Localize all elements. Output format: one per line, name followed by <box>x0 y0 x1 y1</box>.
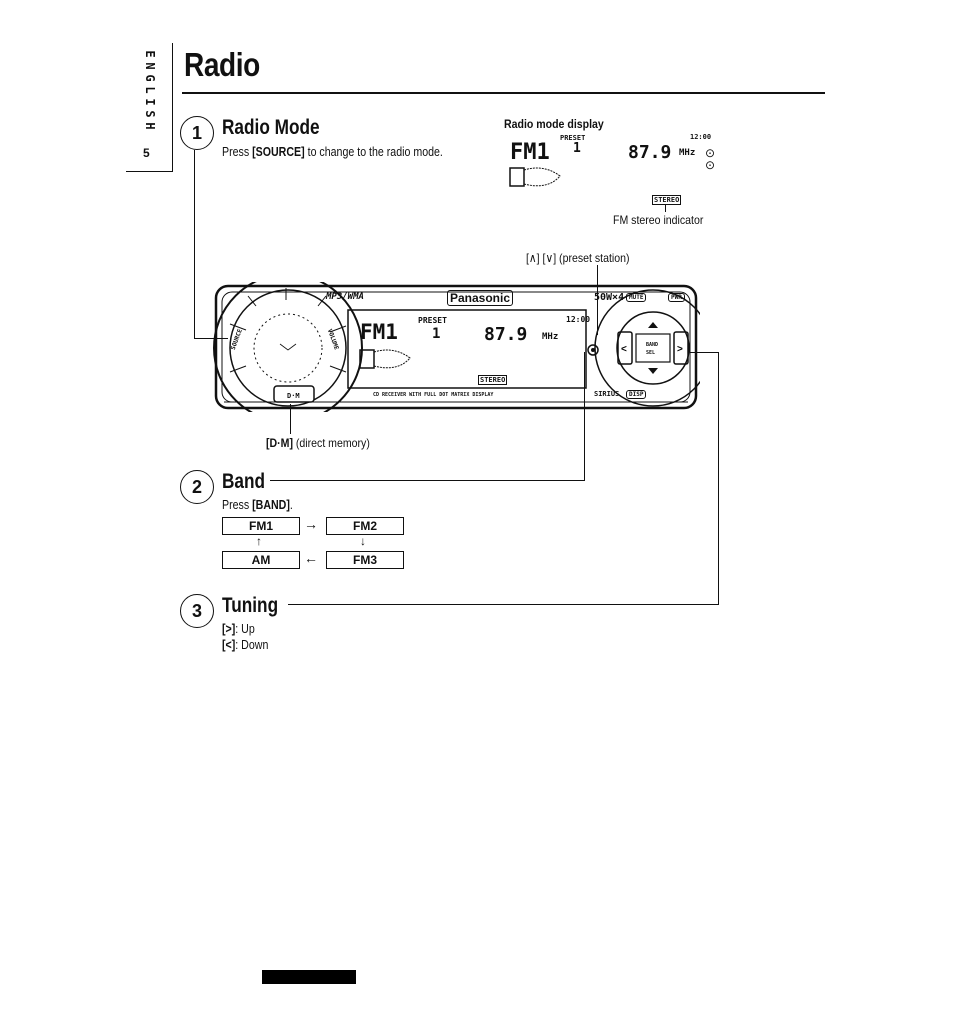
leader-line-tuning <box>718 352 719 604</box>
svg-text:>: > <box>677 344 683 355</box>
faceplate-clock: 12:00 <box>566 315 591 324</box>
tuning-up: [>]: Up <box>222 621 255 637</box>
source-key: [SOURCE] <box>252 145 305 159</box>
format-logo: MP3/WMA <box>326 292 364 302</box>
radio-mode-instruction: Press [SOURCE] to change to the radio mo… <box>222 144 443 160</box>
tuning-text: : Down <box>235 638 269 652</box>
page-title: Radio <box>184 46 260 83</box>
language-tab-letters: E N G L I S H <box>140 48 160 132</box>
band-fm2: FM2 <box>326 517 404 535</box>
leader-line-tuning <box>690 352 719 353</box>
display-preset-number: 1 <box>573 141 581 156</box>
arrow-left-icon: ← <box>304 550 318 566</box>
brand-logo: Panasonic <box>447 290 514 306</box>
faceplate-frequency: 87.9 <box>484 324 528 345</box>
tuning-heading: Tuning <box>222 594 279 617</box>
faceplate-stereo: STEREO <box>478 375 508 385</box>
band-am: AM <box>222 551 300 569</box>
instruction-text: Press <box>222 145 253 159</box>
display-clock: 12:00 <box>690 133 712 141</box>
display-band: FM1 <box>510 140 550 165</box>
display-frequency: 87.9 <box>628 142 672 163</box>
title-rule <box>182 92 825 94</box>
step-1-badge: 1 <box>180 116 214 150</box>
tuning-down: [<]: Down <box>222 637 268 653</box>
display-stereo: STEREO <box>652 195 682 205</box>
radio-mode-heading: Radio Mode <box>222 116 320 139</box>
step-2-badge: 2 <box>180 470 214 504</box>
mute-button[interactable]: MUTE <box>626 293 647 302</box>
car-stereo-faceplate: < > <box>213 282 700 412</box>
language-tab <box>126 43 173 172</box>
leader-line-dm <box>290 404 291 434</box>
arrow-right-icon: → <box>304 516 318 532</box>
faceplate-preset-label: PRESET <box>418 316 447 325</box>
down-key: [<] <box>222 638 236 652</box>
preset-station-caption: [∧] [∨] (preset station) <box>526 251 630 265</box>
leader-line-band <box>270 480 585 481</box>
display-unit: MHz <box>679 148 696 158</box>
stereo-caption: FM stereo indicator <box>613 213 704 227</box>
disp-button[interactable]: DISP <box>626 390 647 399</box>
arrow-up-icon: ↑ <box>256 534 262 548</box>
model-power: 50W×4 <box>594 292 625 303</box>
dm-caption: [D·M] (direct memory) <box>266 436 370 450</box>
dm-key: [D·M] <box>266 436 293 450</box>
up-key: [>] <box>222 622 236 636</box>
instruction-text: to change to the radio mode. <box>304 145 443 159</box>
arrow-down-icon: ↓ <box>360 534 366 548</box>
faceplate-unit: MHz <box>542 332 559 342</box>
display-preset-label: PRESET <box>560 134 586 142</box>
instruction-text: Press <box>222 498 253 512</box>
band-fm1: FM1 <box>222 517 300 535</box>
instruction-text: . <box>289 498 293 512</box>
dm-button[interactable]: D·M <box>287 392 300 400</box>
band-key: [BAND] <box>252 498 290 512</box>
leader-line-1 <box>194 338 228 339</box>
select-button[interactable]: SEL <box>646 350 656 356</box>
stereo-leader <box>665 204 666 212</box>
faceplate-animation-icon <box>359 349 411 369</box>
tab-letter: H <box>143 122 157 130</box>
display-heading: Radio mode display <box>504 117 604 131</box>
dm-text: (direct memory) <box>292 436 370 450</box>
footer-bar <box>262 970 356 984</box>
faceplate-bottom-text: CD RECEIVER WITH FULL DOT MATRIX DISPLAY <box>373 392 494 398</box>
svg-text:<: < <box>621 344 627 355</box>
leader-line-tuning <box>288 604 719 605</box>
display-animation-icon <box>509 167 561 187</box>
leader-line-1 <box>194 150 195 338</box>
faceplate-preset-number: 1 <box>432 326 441 342</box>
band-button[interactable]: BAND <box>646 342 659 348</box>
faceplate-band: FM1 <box>360 320 398 344</box>
tuning-text: : Up <box>235 622 255 636</box>
sirius-logo: SIRIUS <box>594 390 620 398</box>
band-heading: Band <box>222 470 266 493</box>
band-instruction: Press [BAND]. <box>222 497 293 513</box>
disc-icon: ⊙ <box>705 158 716 172</box>
step-3-badge: 3 <box>180 594 214 628</box>
band-fm3: FM3 <box>326 551 404 569</box>
pwr-button[interactable]: PWR <box>668 293 685 302</box>
disc-icon: ⊙ <box>705 146 716 160</box>
leader-line-preset <box>597 265 598 335</box>
page-number: 5 <box>143 146 150 160</box>
leader-line-band <box>584 352 585 480</box>
